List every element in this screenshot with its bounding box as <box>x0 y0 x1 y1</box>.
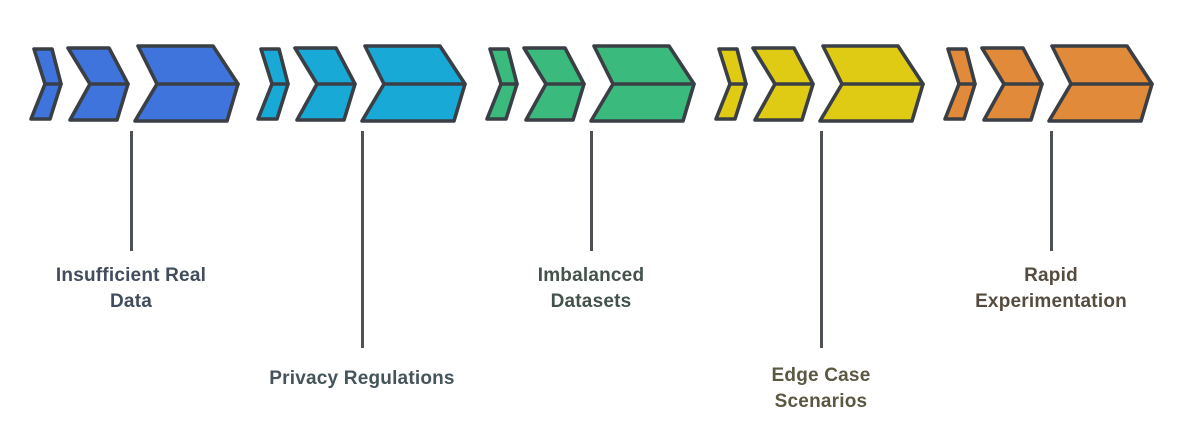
step-label-line: Scenarios <box>774 391 868 412</box>
connector-line <box>590 131 593 251</box>
step-label-line: Datasets <box>550 291 632 312</box>
chevron-arrow-set <box>714 44 925 123</box>
chevron-arrows-icon <box>714 44 925 123</box>
chevron-arrows-icon <box>485 44 696 123</box>
chevron-arrows-icon <box>29 44 240 123</box>
step-label-line: Rapid <box>1024 265 1078 286</box>
chevron-arrow-set <box>485 44 696 123</box>
connector-line <box>820 131 823 348</box>
chevron-arrows-icon <box>943 44 1154 123</box>
chevron-arrows-icon <box>256 44 467 123</box>
step-label-privacy-regulations: Privacy Regulations <box>242 366 482 392</box>
chevron-arrow-set <box>943 44 1154 123</box>
step-label-line: Insufficient Real <box>55 265 207 286</box>
step-label-line: Data <box>110 291 152 312</box>
step-label-line: Privacy Regulations <box>269 368 455 389</box>
step-label-edge-case-scenarios: Edge Case Scenarios <box>701 363 941 415</box>
step-label-imbalanced-datasets: Imbalanced Datasets <box>471 263 711 315</box>
connector-line <box>1050 131 1053 251</box>
step-label-line: Edge Case <box>771 365 871 386</box>
connector-line <box>361 131 364 348</box>
step-label-rapid-experimentation: Rapid Experimentation <box>931 263 1171 315</box>
chevron-arrow-set <box>256 44 467 123</box>
step-label-insufficient-real-data: Insufficient Real Data <box>11 263 251 315</box>
step-label-line: Imbalanced <box>537 265 645 286</box>
chevron-arrow-set <box>29 44 240 123</box>
step-label-line: Experimentation <box>975 291 1127 312</box>
connector-line <box>130 131 133 251</box>
